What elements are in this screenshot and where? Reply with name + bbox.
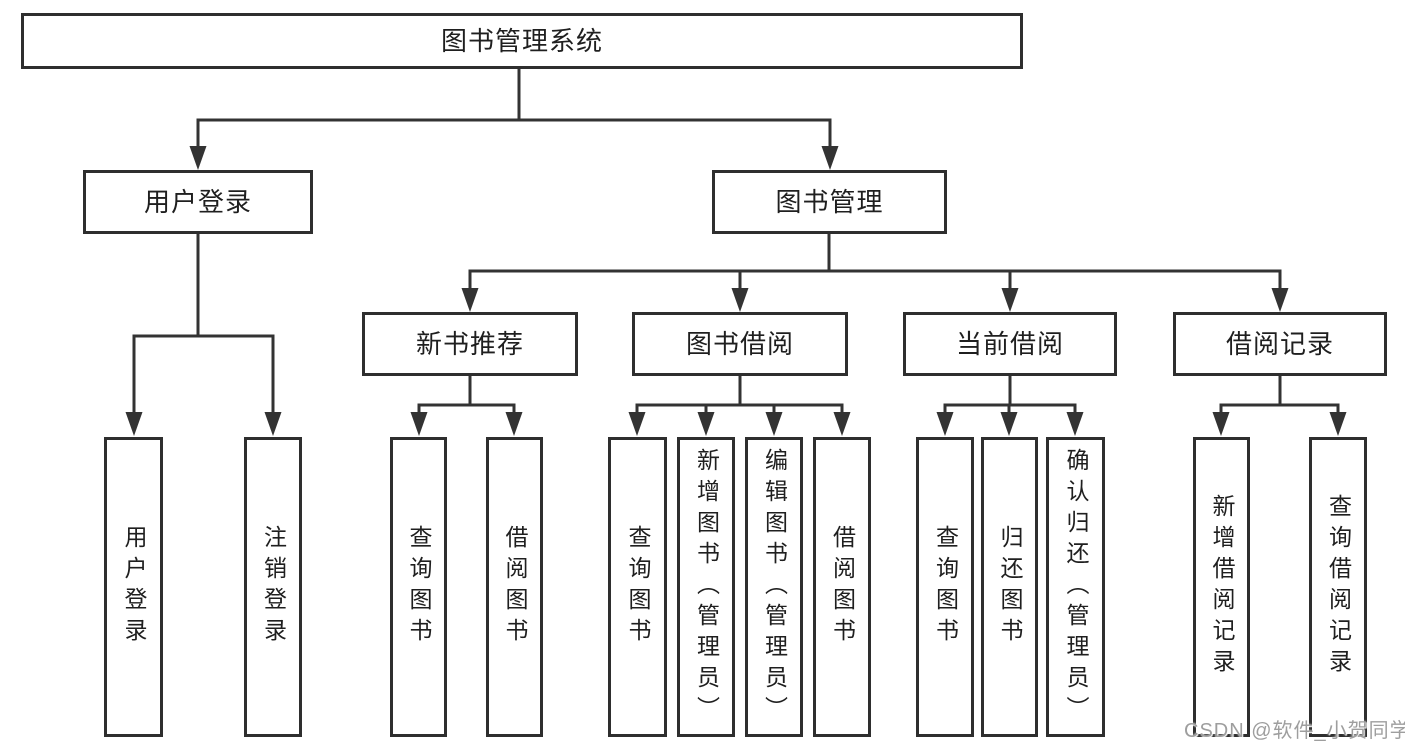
node-library-management-system: 图书管理系统 bbox=[21, 13, 1023, 69]
leaf-query-books-3: 查询图书 bbox=[916, 437, 974, 737]
node-label: 图书管理 bbox=[775, 187, 884, 217]
node-label: 图书管理系统 bbox=[440, 26, 603, 56]
leaf-return-book: 归还图书 bbox=[981, 437, 1038, 737]
connector-new-book-recommendation-to-leaves bbox=[410, 374, 523, 436]
connector-borrowing-records-to-leaves bbox=[1212, 374, 1347, 436]
watermark: CSDN @软件_小贺同学 bbox=[1184, 720, 1405, 742]
node-label: 借阅记录 bbox=[1225, 329, 1334, 359]
leaf-label: 查询借阅记录 bbox=[1325, 494, 1352, 680]
node-book-management: 图书管理 bbox=[712, 170, 947, 234]
leaf-logout: 注销登录 bbox=[244, 437, 302, 737]
leaf-label: 新增图书（管理员） bbox=[693, 447, 720, 727]
node-new-book-recommendation: 新书推荐 bbox=[362, 312, 578, 376]
node-label: 用户登录 bbox=[143, 187, 252, 217]
leaf-label: 查询图书 bbox=[406, 525, 432, 649]
leaf-label: 确认归还（管理员） bbox=[1063, 447, 1089, 727]
leaf-label: 借阅图书 bbox=[502, 525, 528, 649]
node-user-login: 用户登录 bbox=[83, 170, 313, 234]
leaf-add-book-admin: 新增图书（管理员） bbox=[677, 437, 735, 737]
connector-book-management-to-level3 bbox=[461, 232, 1289, 312]
leaf-label: 新增借阅记录 bbox=[1209, 494, 1235, 680]
node-borrowing-records: 借阅记录 bbox=[1173, 312, 1387, 376]
leaf-label: 查询图书 bbox=[625, 525, 651, 649]
leaf-label: 查询图书 bbox=[932, 525, 959, 649]
leaf-add-borrow-record: 新增借阅记录 bbox=[1193, 437, 1250, 737]
leaf-borrow-books-1: 借阅图书 bbox=[486, 437, 543, 737]
connector-root-to-level2 bbox=[189, 67, 839, 170]
node-label: 图书借阅 bbox=[685, 329, 794, 359]
leaf-query-books-1: 查询图书 bbox=[390, 437, 447, 737]
connector-book-borrowing-to-leaves bbox=[628, 374, 851, 436]
leaf-query-borrow-record: 查询借阅记录 bbox=[1309, 437, 1367, 737]
connector-user-login-to-leaves bbox=[125, 232, 282, 436]
leaf-label: 编辑图书（管理员） bbox=[761, 447, 788, 727]
node-current-borrowing: 当前借阅 bbox=[903, 312, 1117, 376]
leaf-label: 归还图书 bbox=[997, 525, 1023, 649]
leaf-confirm-return-admin: 确认归还（管理员） bbox=[1046, 437, 1105, 737]
leaf-label: 注销登录 bbox=[260, 525, 287, 649]
leaf-label: 用户登录 bbox=[121, 525, 147, 649]
leaf-query-books-2: 查询图书 bbox=[608, 437, 667, 737]
node-label: 当前借阅 bbox=[955, 329, 1064, 359]
leaf-edit-book-admin: 编辑图书（管理员） bbox=[745, 437, 803, 737]
node-label: 新书推荐 bbox=[415, 329, 524, 359]
leaf-user-login: 用户登录 bbox=[104, 437, 163, 737]
leaf-label: 借阅图书 bbox=[829, 525, 856, 649]
connector-current-borrowing-to-leaves bbox=[936, 374, 1084, 436]
node-book-borrowing: 图书借阅 bbox=[632, 312, 848, 376]
leaf-borrow-books-2: 借阅图书 bbox=[813, 437, 871, 737]
